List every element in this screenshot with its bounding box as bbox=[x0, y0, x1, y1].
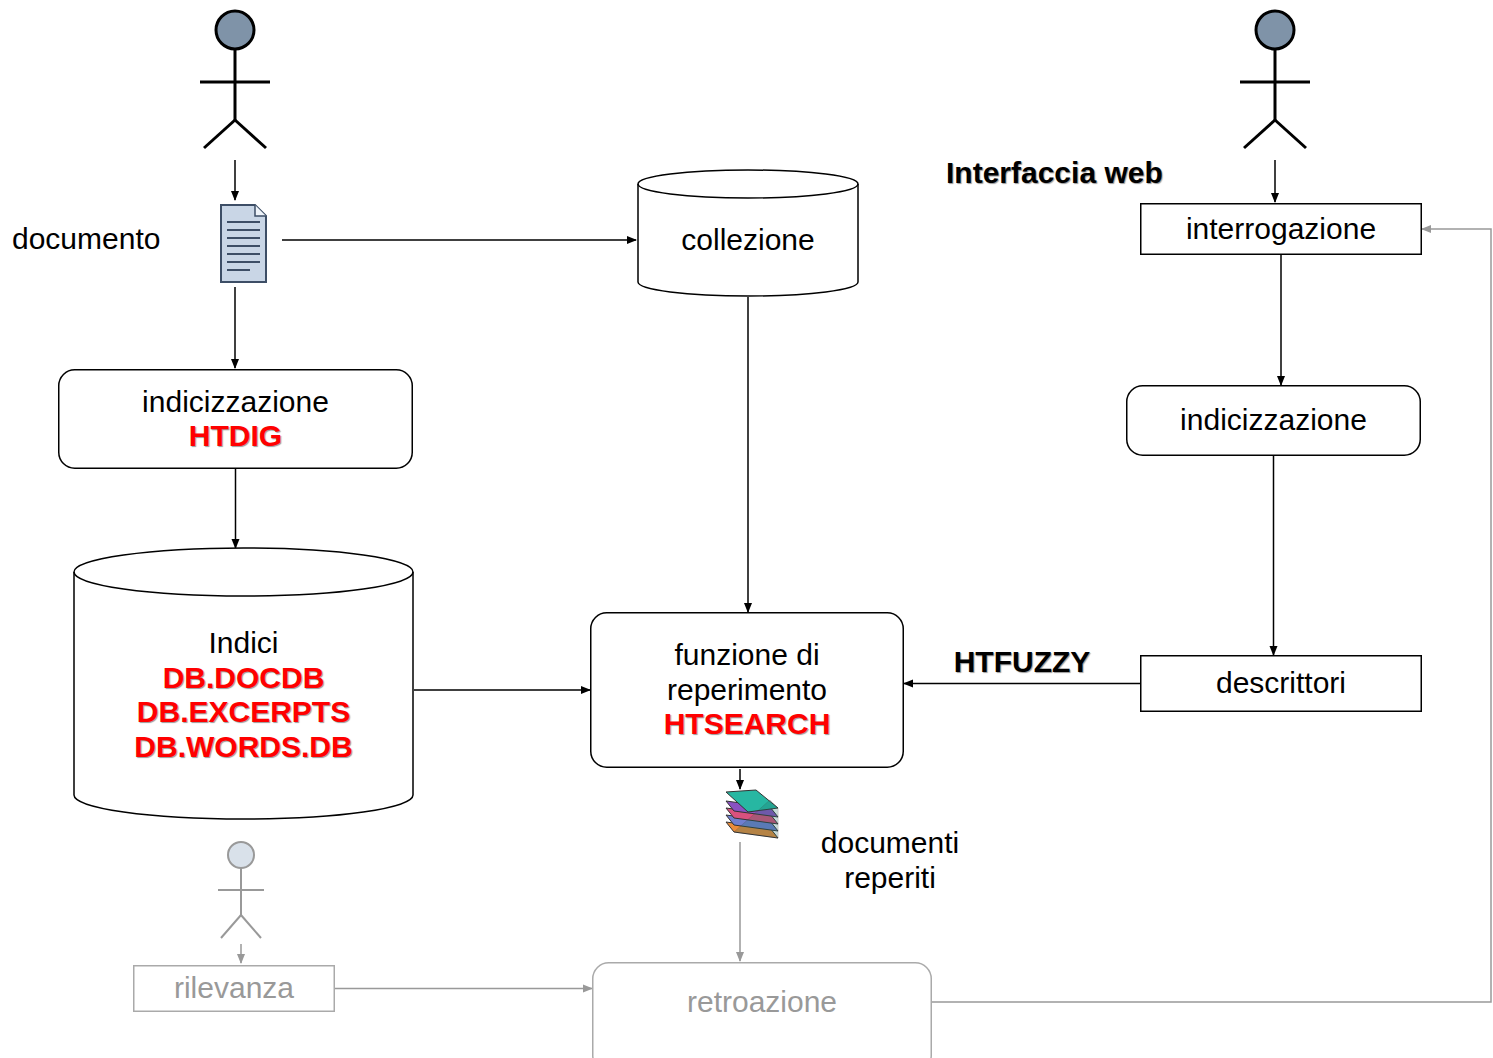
node-text: retroazione bbox=[687, 985, 837, 1020]
document-icon bbox=[221, 205, 266, 282]
process-box: indicizzazione bbox=[1126, 385, 1421, 456]
connector-arrow bbox=[932, 229, 1491, 1002]
node-text: indicizzazione bbox=[142, 385, 329, 420]
connector-arrow bbox=[335, 988, 592, 990]
edge-label: HTFUZZY bbox=[954, 645, 1091, 680]
node-text: rilevanza bbox=[174, 971, 294, 1006]
program-name: DB.WORDS.DB bbox=[134, 730, 352, 765]
connector-arrow bbox=[747, 297, 749, 612]
icon-label: documento bbox=[12, 222, 160, 257]
node-text: Indici bbox=[208, 626, 278, 661]
flow-arrow bbox=[234, 287, 236, 368]
connector-arrow bbox=[904, 683, 1140, 685]
process-box: indicizzazioneHTDIG bbox=[58, 369, 413, 469]
connector-arrow bbox=[1273, 456, 1275, 655]
input-box: interrogazione bbox=[1140, 203, 1422, 255]
program-name: HTSEARCH bbox=[664, 707, 831, 742]
program-name: DB.DOCDB bbox=[163, 661, 325, 696]
program-name: DB.EXCERPTS bbox=[137, 695, 350, 730]
relevance-box: rilevanza bbox=[133, 965, 335, 1012]
flow-arrow bbox=[739, 842, 741, 961]
connector-arrow bbox=[414, 689, 590, 691]
person-figure bbox=[218, 842, 264, 938]
flow-arrow bbox=[739, 769, 741, 789]
node-text: descrittori bbox=[1216, 666, 1346, 701]
node-text: indicizzazione bbox=[1180, 403, 1367, 438]
feedback-box: retroazione bbox=[592, 962, 932, 1058]
person-figure bbox=[200, 11, 270, 148]
flow-arrow bbox=[240, 944, 242, 963]
flow-arrow bbox=[234, 160, 236, 200]
documents-stack-icon bbox=[726, 790, 778, 838]
connector-arrow bbox=[235, 469, 237, 548]
connector-arrow bbox=[1280, 255, 1282, 385]
output-box: descrittori bbox=[1140, 655, 1422, 712]
index-cylinder: IndiciDB.DOCDBDB.EXCERPTSDB.WORDS.DB bbox=[73, 548, 414, 820]
node-text: funzione di reperimento bbox=[608, 638, 886, 707]
flow-arrow bbox=[282, 239, 636, 241]
process-box: funzione di reperimentoHTSEARCH bbox=[590, 612, 904, 768]
program-name: HTDIG bbox=[189, 419, 282, 454]
icon-label: documenti reperiti bbox=[800, 826, 980, 895]
flow-arrow bbox=[1274, 160, 1276, 202]
node-text: collezione bbox=[681, 223, 814, 258]
person-figure bbox=[1240, 11, 1310, 148]
node-text: interrogazione bbox=[1186, 212, 1376, 247]
interface-label: Interfaccia web bbox=[946, 156, 1163, 191]
collection-cylinder: collezione bbox=[637, 170, 859, 297]
